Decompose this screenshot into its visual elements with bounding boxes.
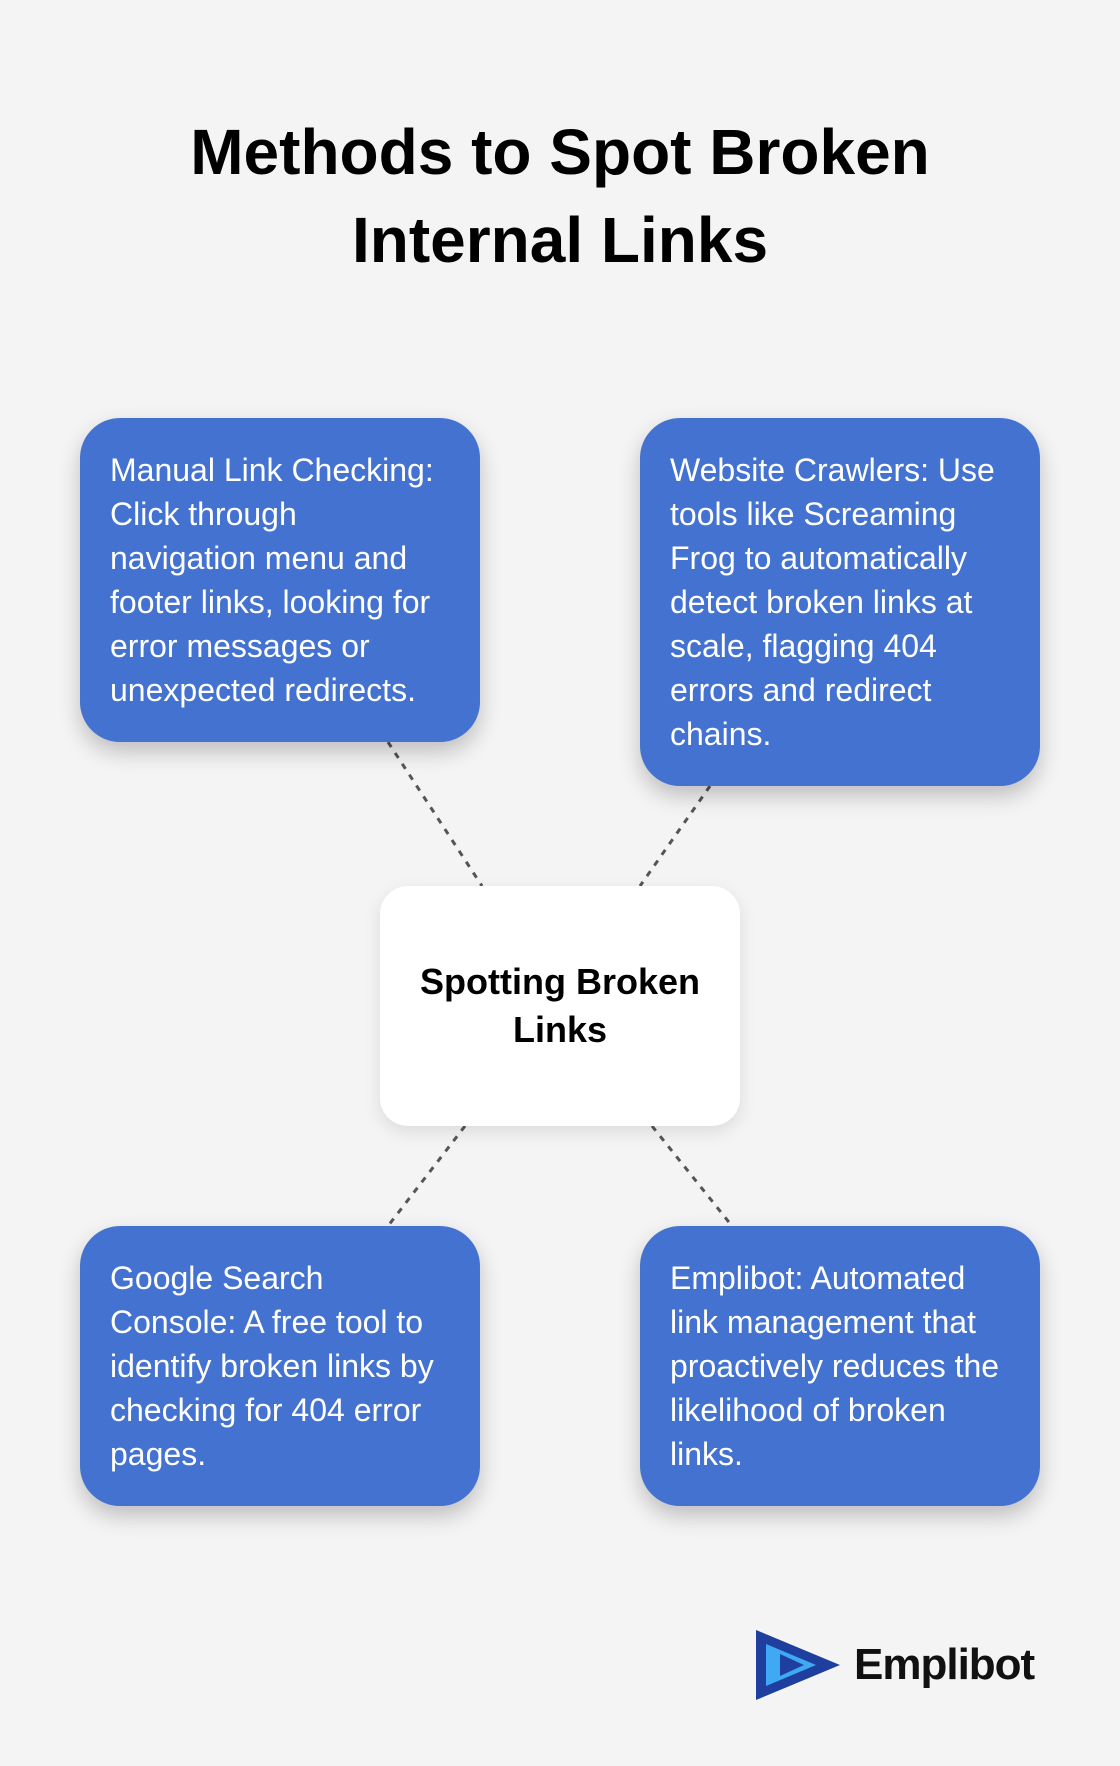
method-text: Google Search Console: A free tool to id… xyxy=(110,1260,434,1472)
method-text: Manual Link Checking: Click through navi… xyxy=(110,452,434,708)
method-text: Emplibot: Automated link management that… xyxy=(670,1260,1000,1472)
connector-top-left xyxy=(386,741,484,887)
method-box-google-search-console: Google Search Console: A free tool to id… xyxy=(80,1226,480,1506)
center-label: Spotting Broken Links xyxy=(420,961,700,1050)
method-box-manual-link-checking: Manual Link Checking: Click through navi… xyxy=(80,418,480,742)
method-text: Website Crawlers: Use tools like Screami… xyxy=(670,452,995,752)
center-node: Spotting Broken Links xyxy=(380,886,740,1126)
page-title: Methods to Spot Broken Internal Links xyxy=(190,116,930,276)
play-arrow-logo-icon xyxy=(756,1630,840,1700)
connector-top-right xyxy=(638,785,712,887)
connector-bottom-right xyxy=(650,1125,734,1227)
brand-logo: Emplibot xyxy=(756,1630,1056,1700)
method-box-website-crawlers: Website Crawlers: Use tools like Screami… xyxy=(640,418,1040,786)
brand-name: Emplibot xyxy=(854,1640,1035,1689)
method-box-emplibot: Emplibot: Automated link management that… xyxy=(640,1226,1040,1506)
connector-bottom-left xyxy=(386,1125,467,1227)
